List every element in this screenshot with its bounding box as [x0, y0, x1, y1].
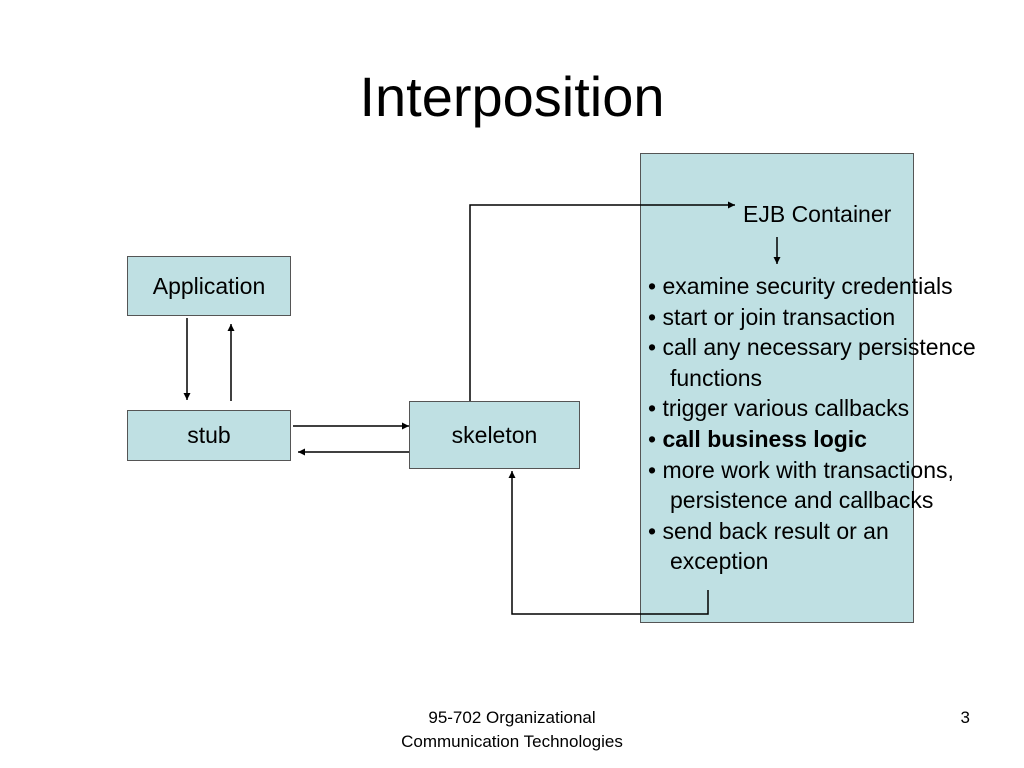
step-text: • trigger various callbacks: [648, 395, 910, 422]
stub-box: stub: [127, 410, 291, 461]
step-text: • more work with transactions,: [648, 456, 954, 483]
footer-line-2: Communication Technologies: [401, 732, 623, 751]
arrow-container-to-skeleton: [508, 471, 709, 615]
step-text: exception: [670, 548, 769, 575]
stub-label: stub: [187, 422, 231, 448]
step-text: • examine security credentials: [648, 273, 953, 299]
skeleton-box: skeleton: [409, 401, 580, 469]
step-send-back-result-continuation: exception: [648, 546, 976, 577]
step-start-transaction: • start or join transaction: [648, 302, 976, 333]
step-text: call business logic: [662, 425, 867, 452]
step-bullet: •: [648, 425, 663, 452]
container-steps-list: • examine security credentials • start o…: [648, 271, 976, 577]
step-more-work-continuation: persistence and callbacks: [648, 485, 976, 516]
step-trigger-callbacks: • trigger various callbacks: [648, 393, 976, 424]
application-label: Application: [152, 272, 266, 299]
skeleton-label: skeleton: [451, 421, 538, 448]
arrow-skeleton-to-container: [469, 201, 735, 401]
step-text: • start or join transaction: [648, 303, 896, 330]
application-box: Application: [127, 256, 291, 316]
footer-course: 95-702 Organizational Communication Tech…: [362, 706, 662, 754]
step-examine-security: • examine security credentials: [648, 271, 976, 302]
ejb-container-box: [640, 153, 914, 623]
step-call-business-logic: • call business logic: [648, 424, 976, 455]
footer-line-1: 95-702 Organizational: [428, 708, 596, 727]
page-number: 3: [960, 708, 970, 727]
step-call-persistence-continuation: functions: [648, 363, 976, 394]
step-more-work: • more work with transactions,: [648, 455, 976, 486]
step-text: persistence and callbacks: [670, 487, 934, 514]
step-call-persistence: • call any necessary persistence: [648, 332, 976, 363]
step-text: • send back result or an: [648, 517, 889, 544]
step-send-back-result: • send back result or an: [648, 516, 976, 547]
step-text: functions: [670, 364, 763, 391]
ejb-container-label: EJB Container: [743, 201, 892, 227]
step-text: • call any necessary persistence: [648, 334, 976, 361]
slide-title: Interposition: [359, 65, 665, 128]
